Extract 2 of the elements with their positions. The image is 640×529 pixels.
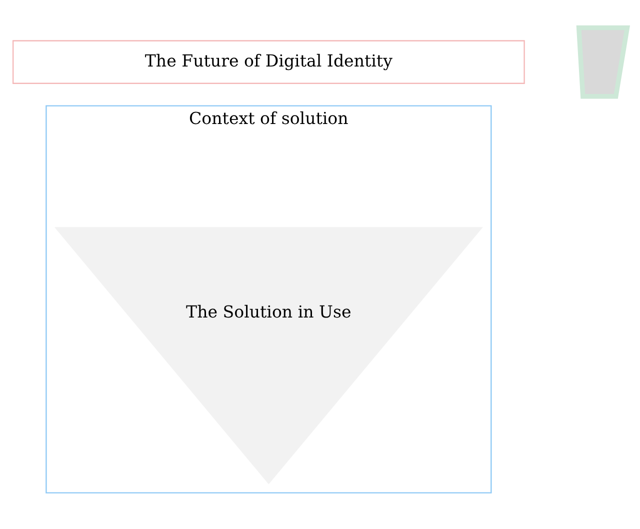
node-box: The Future of Digital Identity	[12, 40, 525, 84]
node-box	[576, 24, 630, 98]
